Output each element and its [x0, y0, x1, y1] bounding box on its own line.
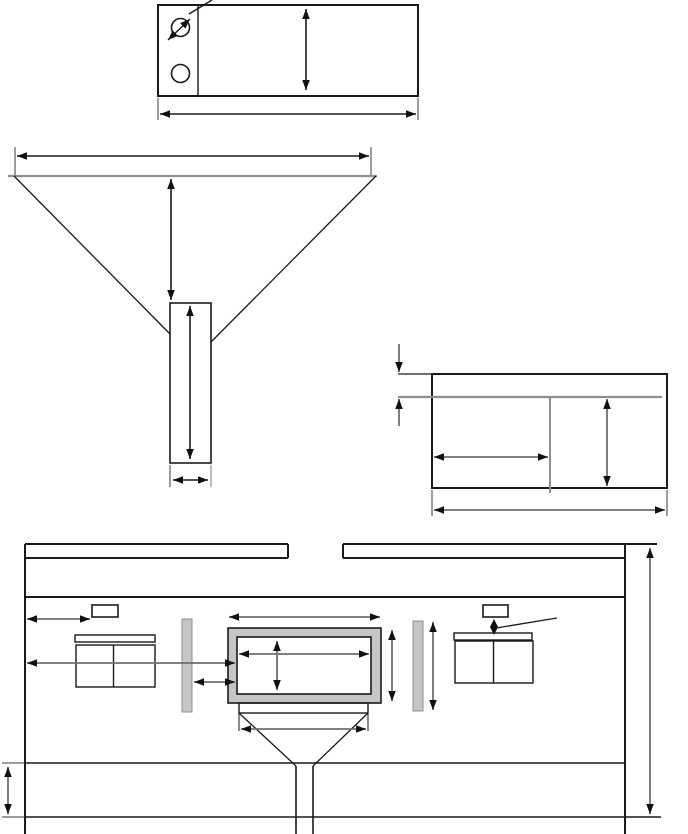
spout-length-dim-arrow-head — [186, 306, 194, 316]
right-baffle-bar — [412, 620, 424, 712]
plate-height-dim-arrow-head — [302, 80, 310, 90]
plate-width-dim-arrow-head — [160, 110, 170, 118]
right-feeder-header — [453, 632, 533, 641]
left-section-width-dim-arrow-head — [434, 453, 444, 461]
chamber-to-left-wall-dim-arrow-head — [27, 659, 37, 667]
overall-height-dim-arrow-head — [646, 804, 654, 814]
chamber-outer-width-dim-arrow-head — [229, 613, 239, 621]
plate-outline — [157, 4, 419, 97]
housing-width-dim-arrow-head — [655, 506, 665, 514]
chamber-height-dim-arrow-head — [388, 691, 396, 701]
clearance-leader-line — [495, 617, 558, 629]
base-height-dim-arrow-head — [4, 804, 12, 814]
base-height-dim-arrow-head — [4, 767, 12, 777]
left-section-width-dim-arrow-head — [538, 453, 548, 461]
right-baffle-height-dim-arrow-head — [429, 700, 437, 710]
hopper-top-width-dim-arrow-head — [17, 152, 27, 160]
plain-hole — [170, 63, 191, 84]
left-feeder-box — [75, 644, 156, 688]
clearance-diamond — [490, 619, 498, 635]
hopper-depth-dim-arrow-head — [167, 179, 175, 189]
chamber-inner-width-dim-arrow-head — [239, 650, 249, 658]
band-dim-arrow-lower-head — [395, 399, 403, 409]
housing-width-dim-arrow-head — [434, 506, 444, 514]
chamber-inner-height-dim-arrow-head — [273, 680, 281, 690]
collar-width-dim-arrow-head — [241, 725, 251, 733]
chamber-outer-width-dim-arrow-head — [370, 613, 380, 621]
collar-width-dim-arrow-head — [356, 725, 366, 733]
discharge-collar — [238, 702, 369, 714]
hopper-front-view — [8, 147, 377, 487]
discharge-left-slope — [238, 712, 297, 767]
hopper-depth-dim-arrow-head — [167, 290, 175, 300]
baffle-gap-dim-arrow-head — [194, 678, 204, 686]
left-feeder-header — [74, 634, 156, 643]
plate-top-view — [157, 0, 419, 120]
left-port-offset-dim-arrow-head — [80, 615, 90, 623]
baffle-gap-dim-arrow-head — [225, 678, 235, 686]
overall-height-dim-arrow-head — [646, 548, 654, 558]
hole-diameter-arrow-head — [180, 19, 190, 29]
discharge-right-slope — [312, 712, 369, 767]
chamber-inner-width-dim-arrow-head — [359, 650, 369, 658]
band-dim-arrow-upper-head — [395, 362, 403, 372]
left-port-offset-dim-arrow-head — [27, 615, 37, 623]
plate-width-dim-arrow-head — [406, 110, 416, 118]
hole-diameter-arrow-head — [168, 30, 178, 40]
chamber-inner-height-dim-arrow-head — [273, 641, 281, 651]
spout-width-dim-arrow-head — [198, 476, 208, 484]
spout-width-dim-arrow-head — [173, 476, 183, 484]
housing-height-dim-arrow-head — [603, 476, 611, 486]
right-baffle-height-dim-arrow-head — [429, 622, 437, 632]
hopper-right-slope — [210, 175, 377, 343]
housing-height-dim-arrow-head — [603, 399, 611, 409]
hole-leader-line — [188, 0, 213, 15]
plate-height-dim-arrow-head — [302, 9, 310, 19]
left-baffle-bar — [181, 618, 193, 713]
chamber-height-dim-arrow-head — [388, 630, 396, 640]
hole-with-diameter-arrow — [170, 17, 191, 38]
left-port-label-box — [91, 604, 119, 618]
mixer-assembly-front-view — [2, 543, 661, 834]
hopper-left-slope — [13, 175, 171, 335]
right-port-label-box — [482, 604, 509, 618]
hopper-top-width-dim-arrow-head — [359, 152, 369, 160]
chamber-to-left-wall-dim-arrow-head — [225, 659, 235, 667]
spout-length-dim-arrow-head — [186, 449, 194, 459]
discharge-box-side-view — [395, 344, 668, 516]
mixing-chamber-opening — [236, 636, 372, 695]
